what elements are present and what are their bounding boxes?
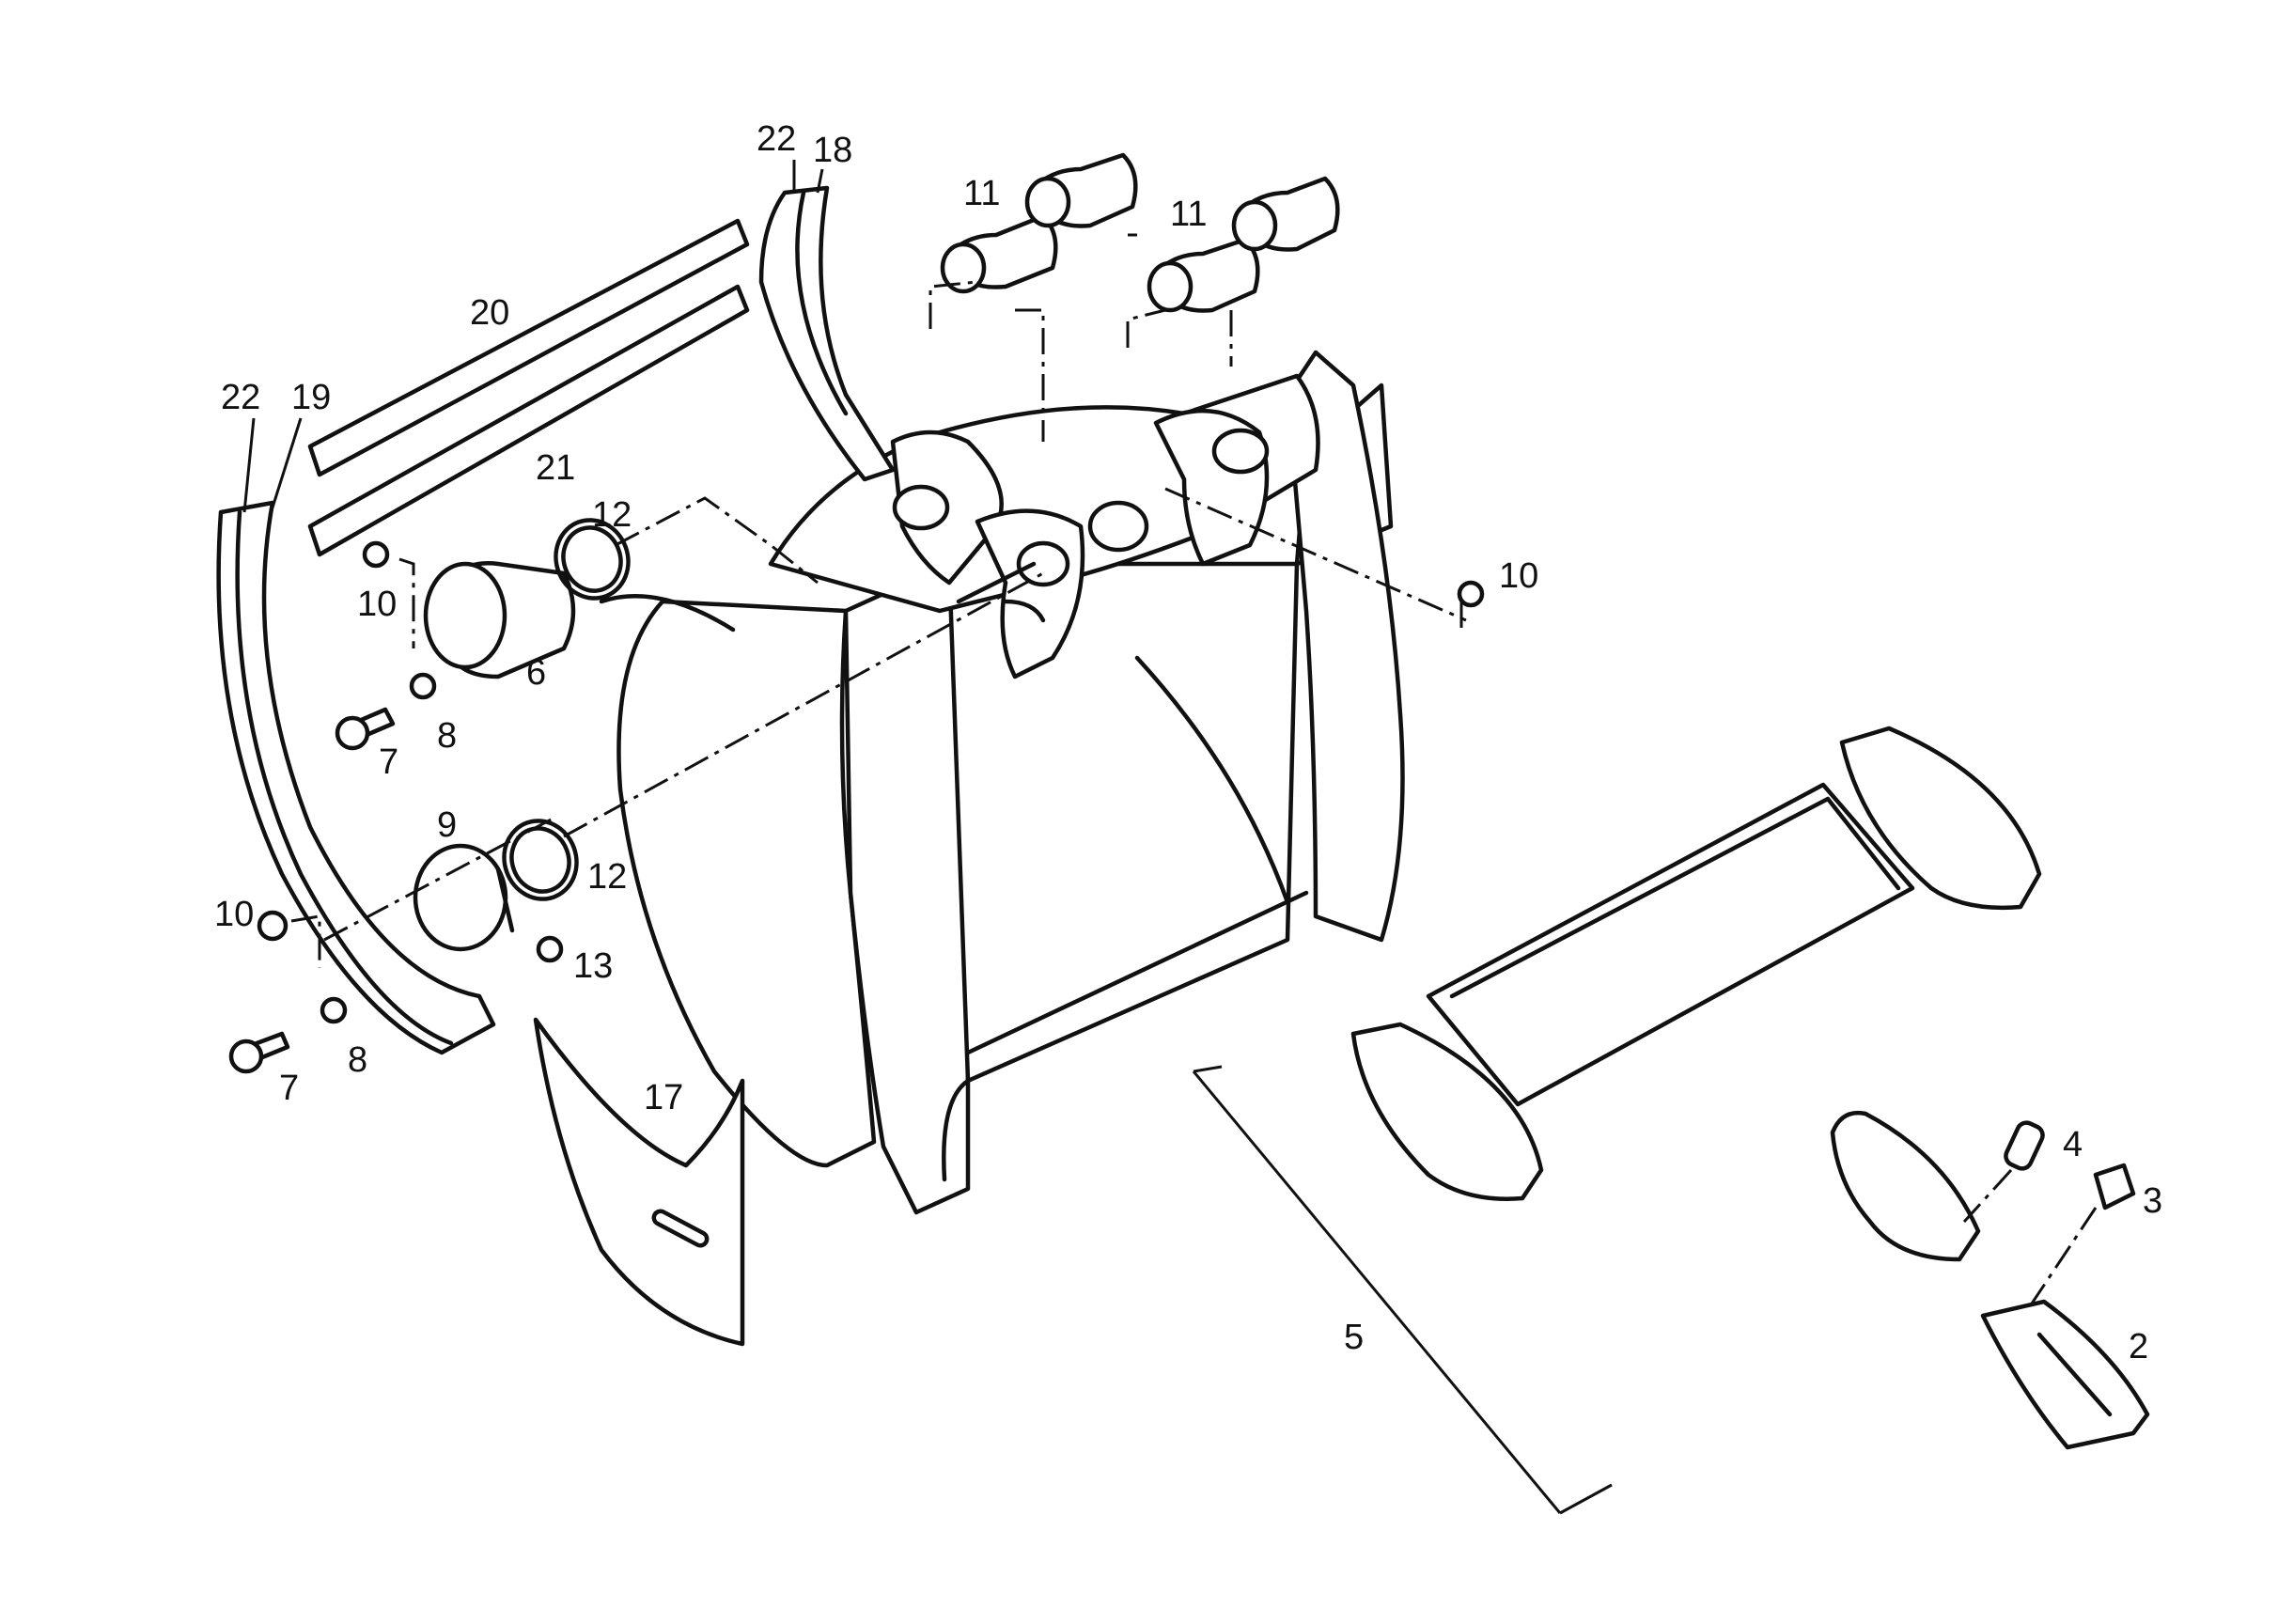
callout-11-left: 11 — [963, 174, 1000, 213]
callout-22-top: 22 — [757, 119, 796, 159]
tooth-adapter — [1980, 1299, 2150, 1450]
bucket-shell — [599, 350, 1405, 1215]
callout-7-lower: 7 — [279, 1069, 299, 1108]
callout-10-lower: 10 — [214, 895, 254, 934]
side-cutter-top — [758, 185, 896, 482]
callout-5: 5 — [1344, 1318, 1364, 1357]
side-cutter-left — [216, 500, 496, 1055]
retainer — [2028, 1163, 2136, 1307]
callout-3: 3 — [2143, 1181, 2162, 1221]
pin-cap-lower — [413, 843, 515, 952]
callout-10-right: 10 — [1499, 556, 1538, 596]
wear-strips — [307, 218, 750, 557]
callout-20: 20 — [470, 293, 509, 333]
tooth-point — [1830, 1110, 1981, 1262]
callout-19: 19 — [291, 378, 331, 417]
callout-12-lower: 12 — [587, 857, 627, 897]
cutting-edge-assembly — [1192, 726, 2042, 1515]
lock-pin — [1962, 1120, 2045, 1224]
callout-21: 21 — [536, 448, 575, 488]
bushings — [928, 152, 1340, 442]
callout-10-upper-left: 10 — [357, 585, 397, 624]
o-ring-upper — [554, 518, 631, 601]
callout-13: 13 — [573, 946, 613, 986]
callout-7-upper: 7 — [379, 742, 398, 782]
pin-cap-upper — [423, 561, 576, 679]
callout-8-upper: 8 — [437, 716, 457, 756]
callout-17: 17 — [644, 1078, 683, 1117]
callout-4: 4 — [2063, 1125, 2083, 1164]
callout-9: 9 — [437, 805, 457, 845]
callout-2: 2 — [2129, 1327, 2148, 1366]
plate-17 — [533, 1017, 745, 1347]
callout-labels: 22 18 11 11 20 22 19 21 12 10 10 6 7 8 9… — [214, 119, 2162, 1366]
centerlines — [323, 487, 1467, 942]
callout-18: 18 — [813, 131, 852, 170]
callout-8-lower: 8 — [348, 1040, 367, 1080]
leader-lines — [242, 160, 824, 513]
callout-11-right: 11 — [1170, 195, 1207, 234]
callout-6: 6 — [526, 653, 546, 693]
hinge-brackets — [768, 373, 1320, 679]
fasteners — [228, 540, 1485, 1074]
callout-12-upper: 12 — [592, 495, 632, 535]
callout-22-left: 22 — [221, 378, 260, 417]
